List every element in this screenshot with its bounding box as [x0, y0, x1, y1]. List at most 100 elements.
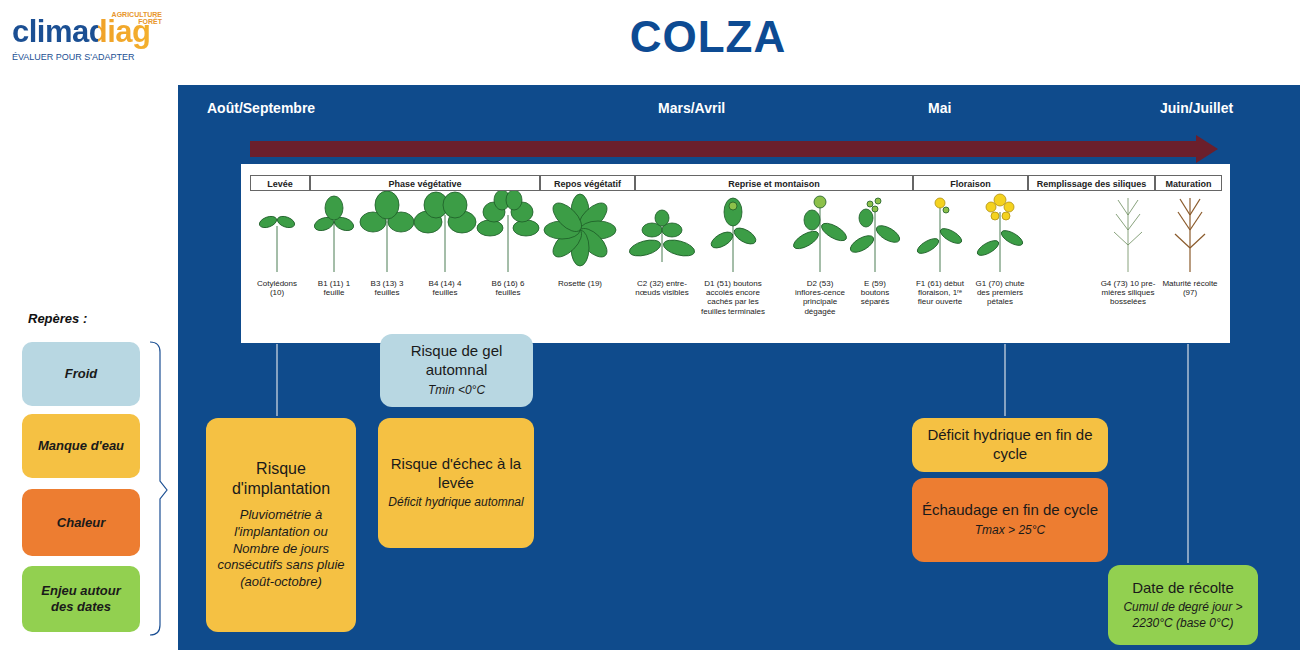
plant-g1 [991, 212, 999, 220]
plant-b6 [477, 220, 503, 236]
plant-mature [1190, 199, 1200, 215]
plant-mature [1189, 198, 1190, 272]
plant-b6 [513, 220, 539, 236]
plant-d2 [804, 210, 820, 230]
risk-box: Déficit hydrique en fin de cycle [912, 418, 1108, 472]
plant-b3 [387, 215, 388, 272]
stage-header: Maturation [1155, 175, 1222, 191]
plant-g4 [1114, 198, 1142, 272]
stage-caption: D1 (51) boutons accolés encore cachés pa… [696, 279, 770, 316]
risk-title: Risque de gel automnal [388, 342, 525, 380]
plant-b6 [508, 215, 509, 272]
stage-header: Repos végétatif [540, 175, 635, 191]
plant-g4 [1114, 232, 1128, 245]
plant-f1 [915, 198, 964, 272]
stage-caption: F1 (61) début floraison, 1ʳᵉ fleur ouver… [912, 279, 968, 307]
risk-title: Risque d'échec à la levée [386, 455, 526, 493]
legend-text: Chaleur [57, 515, 105, 531]
legend-swatch: Froid [22, 342, 140, 406]
plant-b6 [506, 190, 522, 210]
month-label: Août/Septembre [207, 100, 367, 116]
stage-caption: C2 (32) entre-nœuds visibles [632, 279, 692, 297]
legend-text: Enjeu autour des dates [30, 583, 132, 614]
plant-mature [1175, 198, 1205, 272]
plant-c2 [628, 210, 697, 262]
stage-caption: B6 (16) 6 feuilles [483, 279, 533, 297]
risk-detail: Cumul de degré jour > 2230°C (base 0°C) [1116, 600, 1250, 631]
plant-d2 [819, 220, 849, 244]
plant-g1 [986, 202, 996, 212]
stage-caption: B4 (14) 4 feuilles [420, 279, 470, 297]
plant-d1 [732, 225, 759, 247]
plant-cotyledons [258, 214, 278, 230]
plant-cotyledons [276, 214, 296, 230]
stage-header: Levée [250, 175, 310, 191]
stage-caption: B3 (13) 3 feuilles [362, 279, 412, 297]
plant-g4 [1128, 200, 1138, 215]
plant-g4 [1128, 232, 1142, 245]
plant-g4 [1128, 214, 1140, 230]
legend-swatch: Manque d'eau [22, 414, 140, 478]
plant-mature [1178, 212, 1190, 230]
legend-bracket [150, 342, 167, 635]
plant-e [872, 206, 878, 212]
plant-d1 [709, 198, 759, 272]
risk-detail: Déficit hydrique automnal [388, 495, 523, 511]
risk-box: Date de récolteCumul de degré jour > 223… [1108, 565, 1258, 645]
plant-g4 [1118, 200, 1128, 215]
plant-g4 [1128, 198, 1129, 272]
plant-mature [1190, 234, 1205, 248]
plant-e [875, 206, 876, 272]
legend-swatch: Chaleur [22, 489, 140, 556]
plant-cotyledons [258, 214, 296, 272]
risk-detail: Tmin <0°C [428, 383, 485, 399]
risk-box: Risque de gel automnalTmin <0°C [380, 334, 533, 407]
stage-caption: D2 (53) inflores-cence principale dégagé… [794, 279, 846, 316]
plant-g1 [994, 194, 1006, 206]
plant-b1 [334, 222, 335, 272]
plant-mature [1180, 199, 1190, 215]
plant-b4 [443, 192, 467, 218]
risk-detail: Tmax > 25°C [975, 523, 1046, 539]
month-label: Mars/Avril [658, 100, 778, 116]
leader-line [276, 344, 277, 416]
plant-e [875, 198, 881, 204]
month-label: Juin/Juillet [1160, 100, 1270, 116]
plant-g4 [1116, 214, 1128, 230]
plant-f1 [915, 236, 941, 257]
plant-e [859, 209, 873, 227]
timeline-panel [178, 85, 1300, 650]
stage-caption: Rosette (19) [550, 279, 610, 288]
plant-mature [1175, 234, 1190, 248]
legend-text: Manque d'eau [38, 438, 124, 454]
plant-c2 [628, 237, 663, 259]
time-arrow [250, 135, 1218, 163]
plant-rosette [548, 198, 586, 236]
plant-mature [1190, 212, 1202, 230]
risk-title: Déficit hydrique en fin de cycle [920, 426, 1100, 464]
plant-d1 [729, 202, 737, 210]
risk-box: Risque d'échec à la levéeDéficit hydriqu… [378, 418, 534, 548]
logo-tagline: ÉVALUER POUR S'ADAPTER [12, 52, 172, 62]
page-title: COLZA [0, 12, 1300, 62]
plant-g1 [999, 228, 1025, 249]
risk-title: Échaudage en fin de cycle [922, 501, 1098, 520]
risk-box: Risque d'implantationPluviométrie à l'im… [206, 418, 356, 632]
plant-e [848, 198, 903, 272]
plant-b4 [445, 215, 446, 272]
plant-g1 [975, 194, 1025, 272]
plant-cotyledons [277, 226, 278, 272]
risk-detail: Pluviométrie à l'implantation ou Nombre … [214, 507, 348, 591]
plant-illustration [258, 190, 1205, 272]
stage-header: Floraison [913, 175, 1028, 191]
leader-line [1187, 344, 1188, 563]
plant-b6 [477, 190, 539, 272]
plant-g1 [1000, 212, 1001, 272]
stage-caption: E (59) boutons séparés [849, 279, 901, 307]
plant-d2 [820, 204, 821, 272]
plant-f1 [943, 207, 949, 213]
risk-title: Date de récolte [1132, 579, 1234, 598]
month-label: Mai [928, 100, 988, 116]
stage-header: Phase végétative [310, 175, 540, 191]
